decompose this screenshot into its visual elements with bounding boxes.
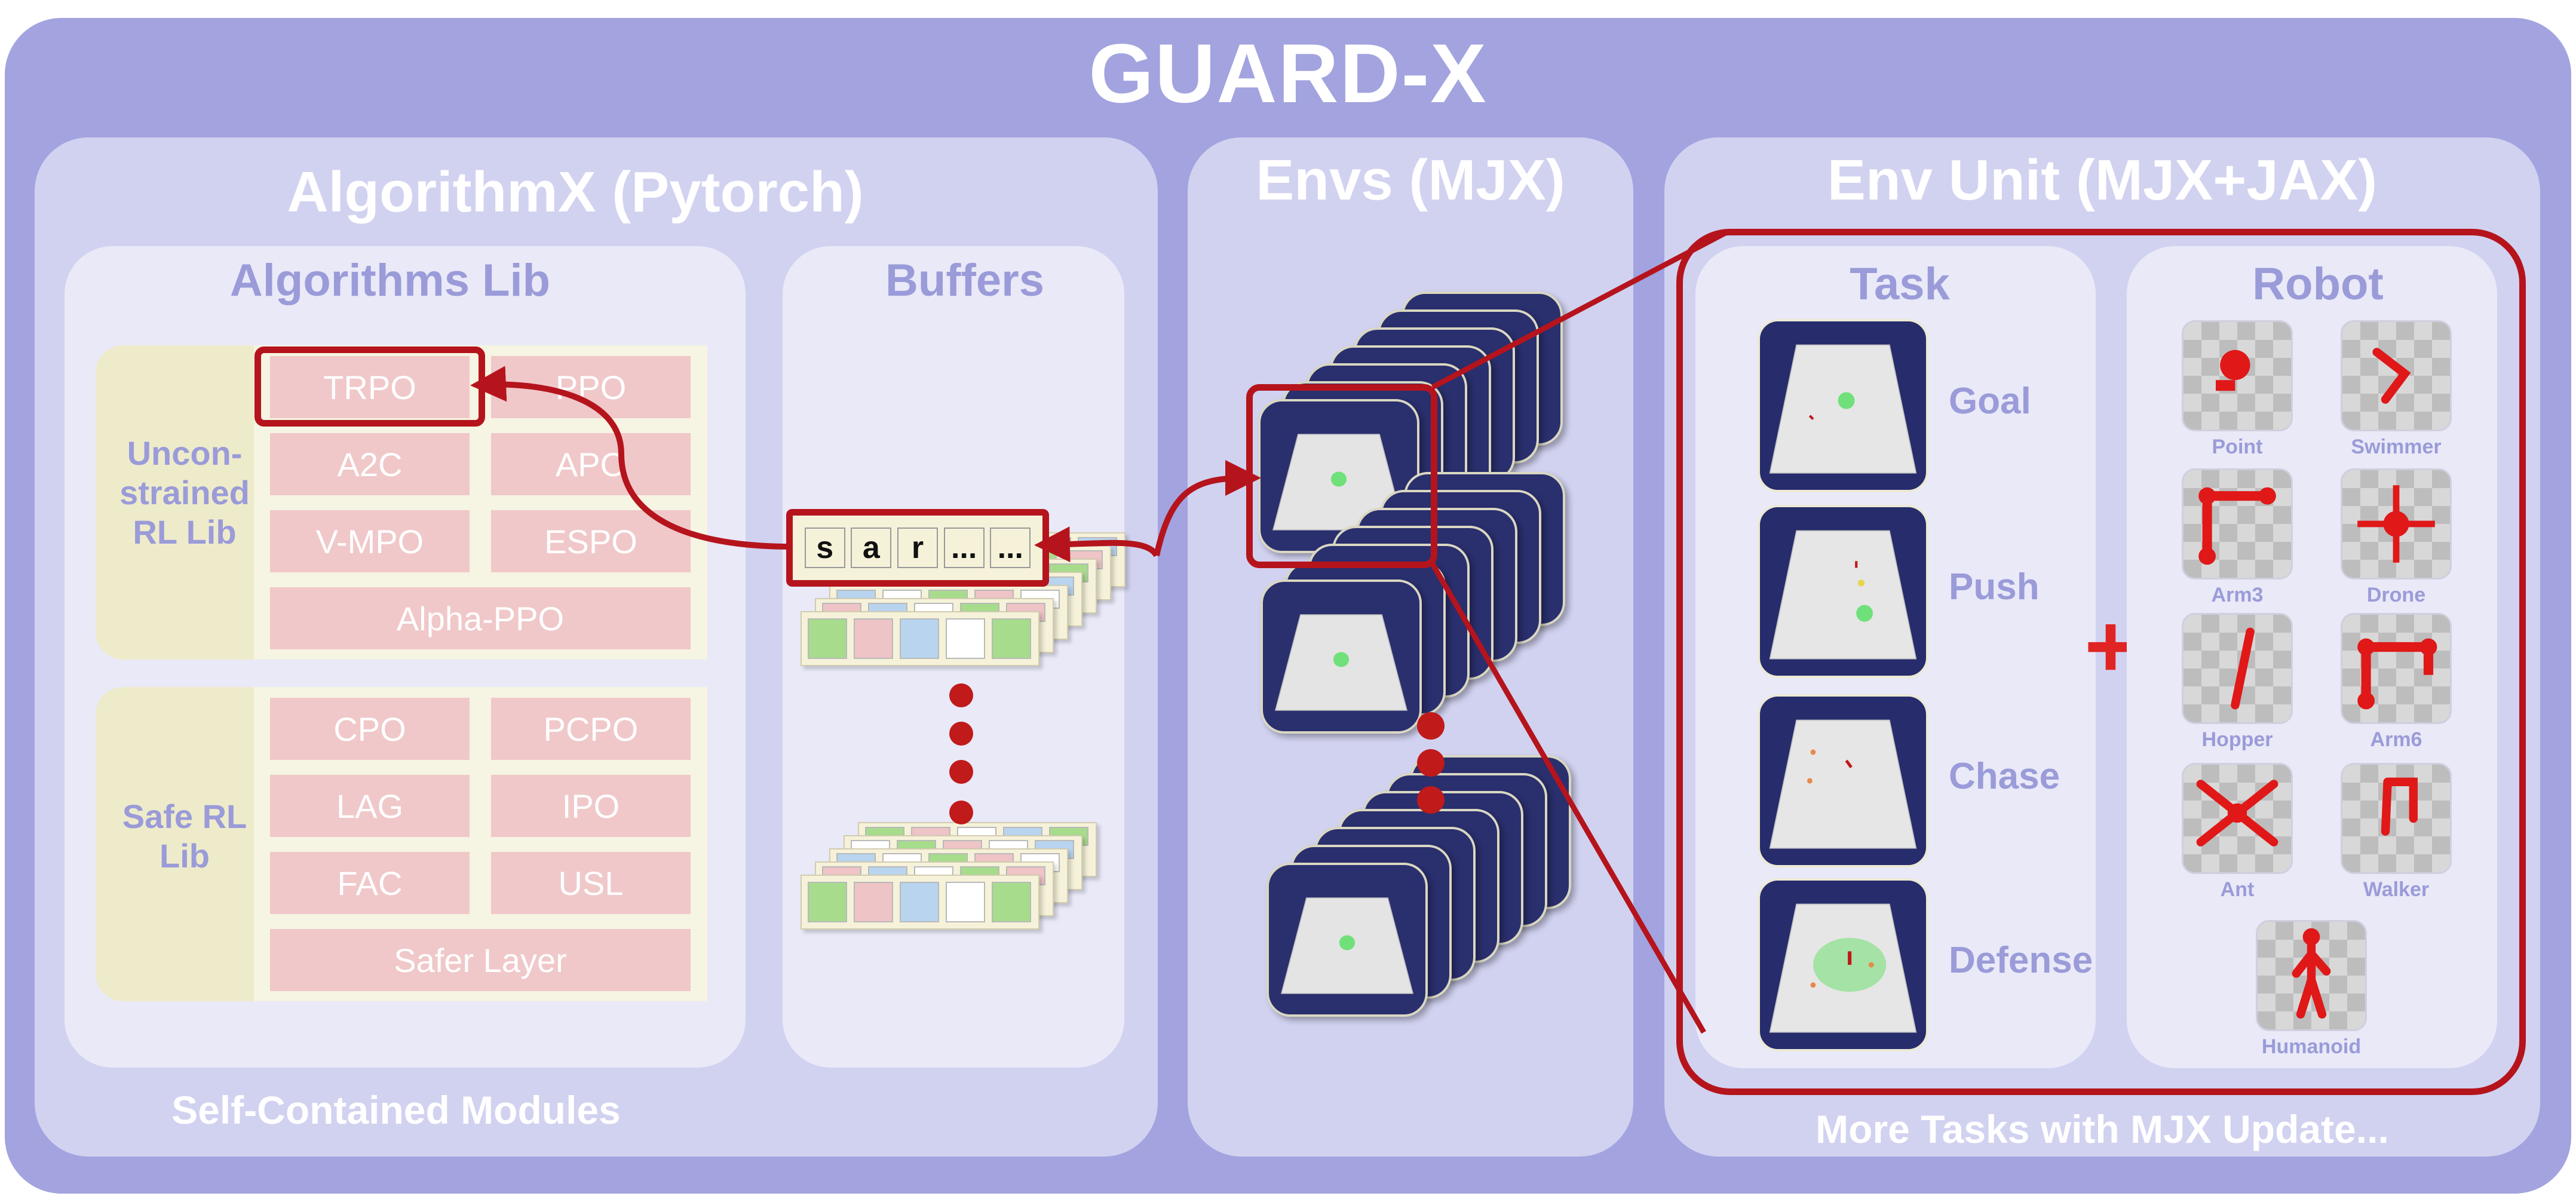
buffer-card-bottom-0 bbox=[801, 875, 1039, 930]
envs-dot-2 bbox=[1417, 749, 1445, 777]
buffer-slot-bottom-0-3 bbox=[946, 882, 985, 922]
task-tile-defense bbox=[1758, 878, 1928, 1051]
algo-cell-lag: LAG bbox=[270, 775, 470, 837]
robot-tile-walker bbox=[2341, 763, 2452, 874]
algo-cell-cpo: CPO bbox=[270, 698, 470, 760]
env-card-mid-0 bbox=[1261, 579, 1422, 734]
buffer-slot-top-0-4 bbox=[992, 618, 1031, 659]
buffer-slot-top-0-0 bbox=[808, 618, 847, 659]
algo-cell-alpha-ppo: Alpha-PPO bbox=[270, 587, 691, 649]
algo-cell-fac: FAC bbox=[270, 852, 470, 914]
buffer-slot-bottom-0-1 bbox=[854, 882, 893, 922]
buffer-slot-bottom-0-2 bbox=[900, 882, 939, 922]
robot-label-hopper: Hopper bbox=[2201, 728, 2273, 751]
algo-cell-usl: USL bbox=[491, 852, 691, 914]
task-tile-goal bbox=[1758, 319, 1928, 492]
robot-tile-arm6 bbox=[2341, 613, 2452, 724]
token-s: s bbox=[804, 528, 845, 568]
robot-label-walker: Walker bbox=[2363, 878, 2430, 901]
envs-dot-1 bbox=[1417, 712, 1445, 740]
robot-tile-point bbox=[2182, 320, 2293, 431]
task-label-goal: Goal bbox=[1949, 381, 2031, 422]
robot-tile-hopper bbox=[2182, 613, 2293, 724]
robot-tile-humanoid bbox=[2256, 920, 2367, 1031]
robot-label-swimmer: Swimmer bbox=[2351, 436, 2442, 458]
buffer-slot-bottom-0-0 bbox=[808, 882, 847, 922]
task-label-push: Push bbox=[1949, 566, 2040, 608]
envs-dot-3 bbox=[1417, 786, 1445, 814]
buffer-dot-4 bbox=[949, 801, 973, 824]
robot-title: Robot bbox=[2252, 259, 2384, 309]
task-label-defense: Defense bbox=[1949, 940, 2093, 981]
robot-tile-drone bbox=[2341, 468, 2452, 579]
buffer-slot-top-0-2 bbox=[900, 618, 939, 659]
buffer-dot-3 bbox=[949, 760, 973, 784]
token-ellipsis-2: ... bbox=[990, 528, 1031, 568]
algorithmx-title: AlgorithmX (Pytorch) bbox=[287, 160, 864, 224]
algo-cell-pcpo: PCPO bbox=[491, 698, 691, 760]
buffer-dot-2 bbox=[949, 722, 973, 746]
task-tile-push bbox=[1758, 505, 1928, 678]
algo-cell-trpo: TRPO bbox=[270, 356, 470, 418]
algorithmx-footer: Self-Contained Modules bbox=[171, 1088, 621, 1132]
robot-label-point: Point bbox=[2212, 436, 2263, 458]
buffers-title: Buffers bbox=[885, 255, 1045, 306]
task-label-chase: Chase bbox=[1949, 756, 2060, 797]
safe-rl-label: Safe RL Lib bbox=[122, 798, 247, 875]
robot-label-ant: Ant bbox=[2220, 878, 2255, 901]
buffer-card-top-0 bbox=[801, 611, 1039, 666]
algo-cell-v-mpo: V-MPO bbox=[270, 510, 470, 572]
buffer-slot-top-0-1 bbox=[854, 618, 893, 659]
robot-label-arm6: Arm6 bbox=[2370, 728, 2422, 751]
buffer-to-trpo-arrow bbox=[470, 366, 793, 550]
token-r: r bbox=[897, 528, 938, 568]
task-tile-chase bbox=[1758, 694, 1928, 867]
buffer-slot-bottom-0-4 bbox=[992, 882, 1031, 922]
robot-label-drone: Drone bbox=[2366, 584, 2426, 606]
robot-tile-arm3 bbox=[2182, 468, 2293, 579]
main-title: GUARD-X bbox=[1088, 26, 1488, 120]
robot-tile-swimmer bbox=[2341, 320, 2452, 431]
buffer-slot-top-0-3 bbox=[946, 618, 985, 659]
buffer-to-env-arrow bbox=[1154, 460, 1261, 557]
envs-title: Envs (MJX) bbox=[1256, 148, 1565, 212]
algo-cell-apo: APO bbox=[491, 433, 691, 495]
algo-cell-ipo: IPO bbox=[491, 775, 691, 837]
token-ellipsis-1: ... bbox=[943, 528, 985, 568]
zoom-line-top bbox=[1431, 231, 1727, 390]
robot-label-arm3: Arm3 bbox=[2211, 584, 2264, 606]
env-unit-footer: More Tasks with MJX Update... bbox=[1816, 1107, 2389, 1151]
task-title: Task bbox=[1850, 259, 1950, 309]
zoom-line-bottom bbox=[1430, 562, 1706, 1034]
unconstrained-rl-label: Uncon- strained RL Lib bbox=[119, 434, 250, 551]
env-unit-title: Env Unit (MJX+JAX) bbox=[1827, 148, 2378, 212]
robot-tile-ant bbox=[2182, 763, 2293, 874]
algo-cell-a2c: A2C bbox=[270, 433, 470, 495]
robot-label-humanoid: Humanoid bbox=[2261, 1035, 2362, 1058]
algorithms-lib-title: Algorithms Lib bbox=[229, 255, 551, 306]
token-a: a bbox=[851, 528, 892, 568]
env-to-buffer-arrow bbox=[1034, 526, 1160, 563]
algo-cell-safer-layer: Safer Layer bbox=[270, 929, 691, 991]
buffer-dot-1 bbox=[949, 683, 973, 707]
env-unit-highlight bbox=[1676, 229, 2526, 1095]
env-card-bottom-0 bbox=[1266, 863, 1428, 1017]
